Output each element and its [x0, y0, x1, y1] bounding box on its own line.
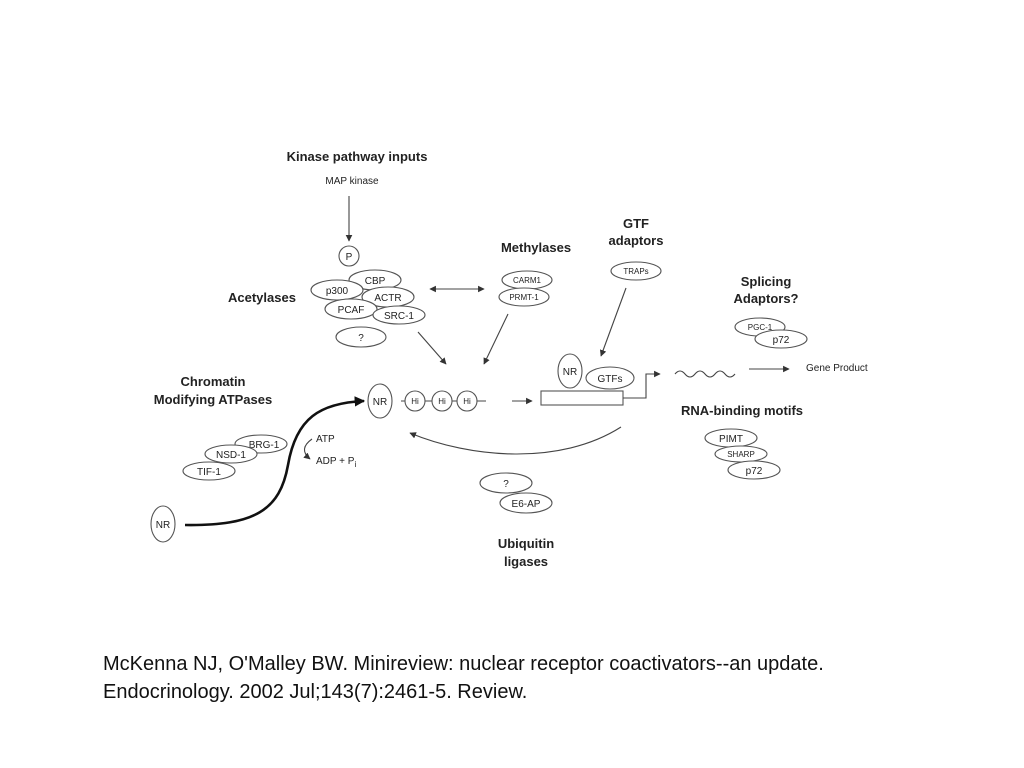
methylases-label: Methylases [501, 240, 571, 255]
carm1-node: CARM1 [501, 270, 553, 290]
ubiquitin-label-line2: ligases [504, 554, 548, 569]
map-kinase-label: MAP kinase [325, 176, 379, 187]
svg-text:Hi: Hi [463, 397, 471, 406]
svg-text:SHARP: SHARP [727, 450, 755, 459]
histone-2-node: Hi [431, 390, 453, 412]
histone-3-node: Hi [456, 390, 478, 412]
nr-recruitment-arrow [184, 396, 366, 527]
svg-text:P: P [346, 252, 353, 263]
svg-text:TRAPs: TRAPs [623, 267, 648, 276]
cbp-node: CBP [348, 269, 402, 291]
chromatin-label-line2: Modifying ATPases [154, 392, 272, 407]
nr-main-node: NR [367, 383, 393, 419]
gtfs-node: GTFs [585, 366, 635, 390]
svg-text:Hi: Hi [411, 397, 419, 406]
svg-text:E6-AP: E6-AP [512, 499, 541, 510]
svg-text:?: ? [358, 333, 364, 344]
sharp-node: SHARP [714, 445, 768, 463]
methylase-to-nr-arrow [483, 313, 509, 365]
traps-to-gtfs-arrow [599, 287, 627, 357]
p300-node: p300 [310, 279, 364, 301]
chromatin-label-line1: Chromatin [181, 374, 246, 389]
p72-splicing-node: p72 [754, 329, 808, 349]
svg-text:ACTR: ACTR [374, 293, 401, 304]
svg-text:NR: NR [563, 367, 577, 378]
pcaf-node: PCAF [324, 298, 378, 320]
atp-label: ATP [316, 434, 335, 445]
svg-text:?: ? [503, 479, 509, 490]
gtf-label-line2: adaptors [609, 233, 664, 248]
svg-text:NSD-1: NSD-1 [216, 450, 246, 461]
acetylase-to-nr-arrow [417, 331, 447, 365]
ubiquitin-unknown-node: ? [479, 472, 533, 494]
svg-text:NR: NR [373, 397, 387, 408]
svg-text:BRG-1: BRG-1 [249, 440, 280, 451]
svg-text:CARM1: CARM1 [513, 276, 542, 285]
p72-rna-node: p72 [727, 460, 781, 480]
pimt-node: PIMT [704, 428, 758, 448]
gtf-label-line1: GTF [623, 216, 649, 231]
citation-text: McKenna NJ, O'Malley BW. Minireview: nuc… [103, 653, 824, 703]
gene-product-label: Gene Product [806, 363, 868, 374]
splicing-label-line2: Adaptors? [734, 291, 799, 306]
splicing-label-line1: Splicing [741, 274, 792, 289]
svg-text:NR: NR [156, 520, 170, 531]
nsd1-node: NSD-1 [204, 444, 258, 464]
svg-text:Hi: Hi [438, 397, 446, 406]
svg-text:p300: p300 [326, 286, 349, 297]
acetylase-unknown-node: ? [335, 326, 387, 348]
e6ap-node: E6-AP [499, 492, 553, 514]
svg-text:TIF-1: TIF-1 [197, 467, 221, 478]
gene-box [540, 390, 624, 406]
svg-text:GTFs: GTFs [598, 374, 623, 385]
phosphate-node: P [338, 245, 360, 267]
svg-text:PRMT-1: PRMT-1 [509, 293, 539, 302]
mrna-wave [674, 370, 736, 378]
ubiquitin-label-line1: Ubiquitin [498, 536, 554, 551]
svg-text:SRC-1: SRC-1 [384, 311, 414, 322]
svg-text:PIMT: PIMT [719, 434, 743, 445]
nr-free-node: NR [150, 505, 176, 543]
coactivator-diagram: Kinase pathway inputs MAP kinase P Acety… [150, 149, 868, 569]
nr-gtf-node: NR [557, 353, 583, 389]
src1-node: SRC-1 [372, 305, 426, 325]
svg-text:p72: p72 [746, 466, 763, 477]
svg-text:p72: p72 [773, 335, 790, 346]
traps-node: TRAPs [610, 261, 662, 281]
kinase-title: Kinase pathway inputs [287, 149, 428, 164]
transcription-start-arrow [623, 370, 661, 399]
adp-label: ADP + Pi [316, 456, 356, 469]
ubiquitin-return-arrow [409, 426, 622, 455]
rna-binding-label: RNA-binding motifs [681, 403, 803, 418]
svg-text:CBP: CBP [365, 276, 386, 287]
svg-text:PCAF: PCAF [338, 305, 365, 316]
atp-hydrolysis-arrow [303, 438, 313, 460]
svg-text:PGC-1: PGC-1 [748, 323, 773, 332]
acetylases-label: Acetylases [228, 290, 296, 305]
histone-1-node: Hi [404, 390, 426, 412]
tif1-node: TIF-1 [182, 461, 236, 481]
prmt1-node: PRMT-1 [498, 287, 550, 307]
